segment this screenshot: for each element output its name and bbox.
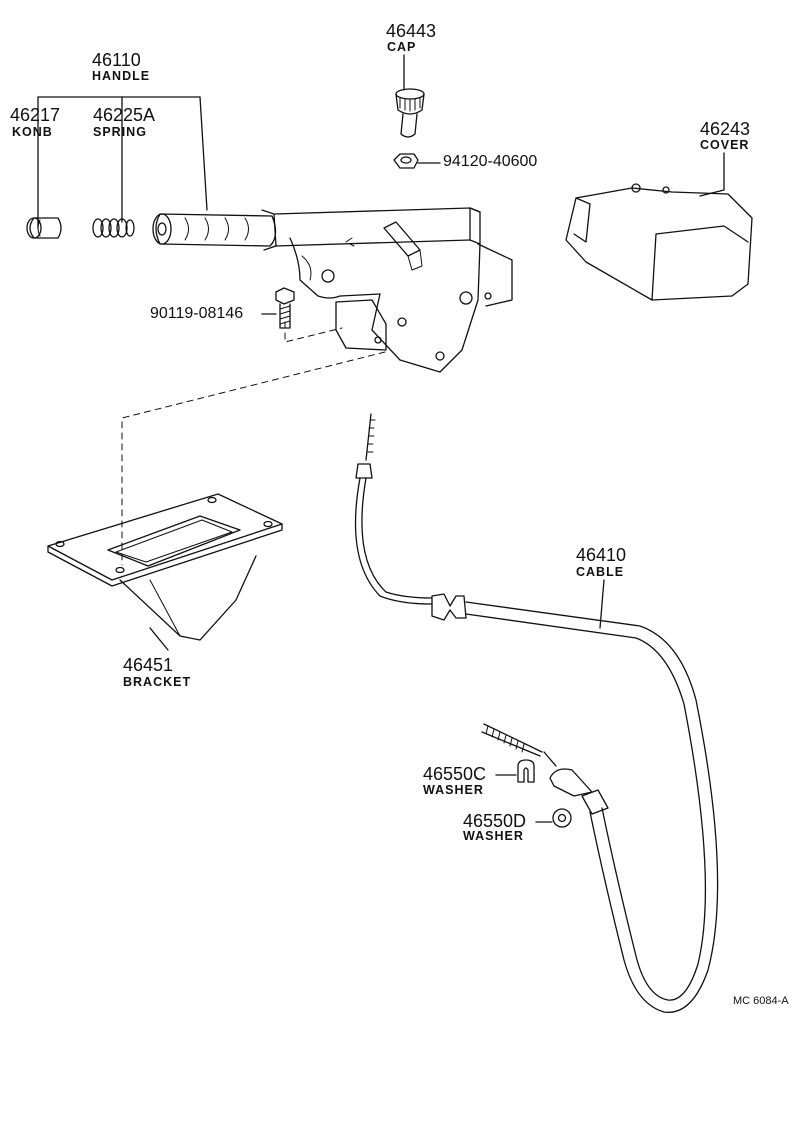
part-number-spring: 46225A (93, 105, 156, 125)
knob-part (26, 217, 62, 239)
part-name-handle: HANDLE (92, 69, 151, 83)
bracket-part (47, 493, 283, 641)
part-number-washer-c: 46550C (423, 764, 487, 784)
part-number-handle: 46110 (92, 50, 141, 70)
cable-part (354, 413, 719, 1013)
spring-part (92, 218, 135, 238)
cap-part (395, 88, 425, 138)
cover-part (565, 183, 753, 301)
part-number-bolt: 90119-08146 (150, 305, 244, 322)
part-name-cap: CAP (387, 40, 417, 54)
part-name-knob: KONB (12, 125, 53, 139)
part-number-cable: 46410 (576, 545, 627, 565)
part-number-knob: 46217 (10, 105, 61, 125)
part-name-cable: CABLE (576, 565, 625, 579)
part-name-bracket: BRACKET (123, 675, 192, 689)
part-number-cap: 46443 (386, 21, 437, 41)
part-number-cover: 46243 (700, 119, 751, 139)
part-number-bracket: 46451 (123, 655, 174, 675)
part-name-washer-d: WASHER (463, 829, 524, 843)
washer-c-part (517, 759, 535, 783)
leader-lines (37, 54, 725, 823)
part-name-cover: COVER (700, 138, 750, 152)
bolt-part (275, 287, 295, 329)
part-number-washer-d: 46550D (463, 811, 527, 831)
alignment-dashes (121, 321, 386, 566)
nut-part (393, 153, 419, 169)
part-name-washer-c: WASHER (423, 783, 484, 797)
part-name-spring: SPRING (93, 125, 147, 139)
part-number-nut: 94120-40600 (443, 153, 538, 170)
washer-d-part (552, 808, 572, 828)
lever-assembly (152, 207, 513, 373)
diagram-reference-code: MC 6084-A (733, 995, 789, 1007)
